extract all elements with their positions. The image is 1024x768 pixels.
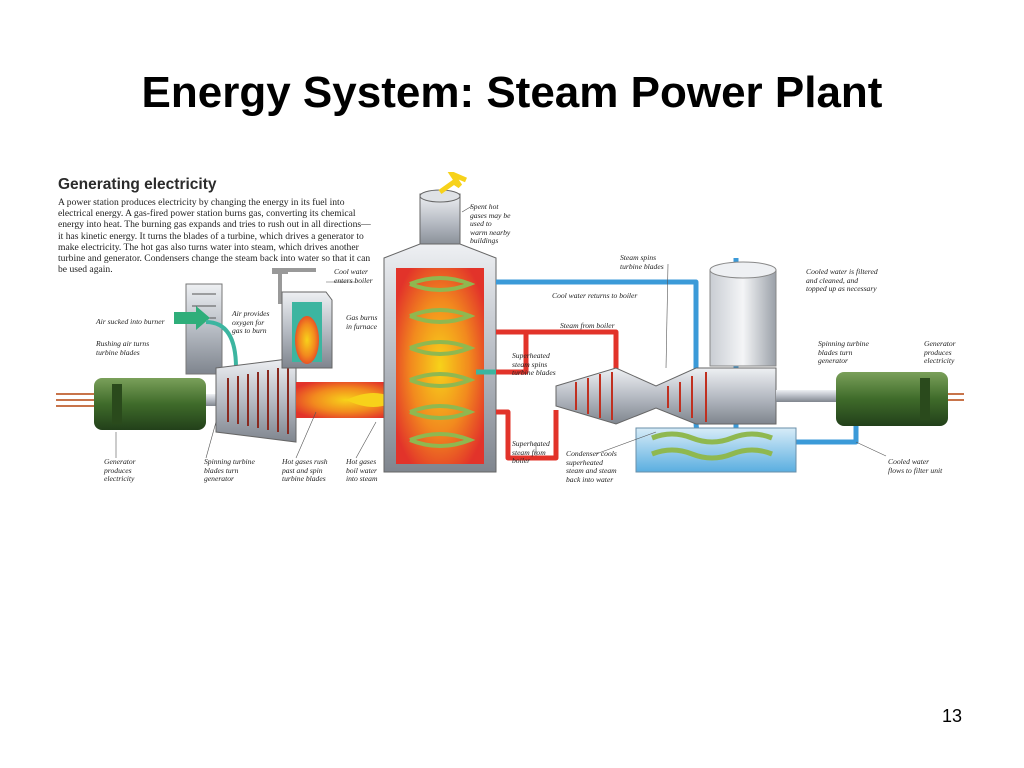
label-rushing-air: Rushing air turns turbine blades (96, 339, 150, 357)
air-intake (174, 283, 238, 375)
label-hot-gases-boil: Hot gases boil water into steam (346, 457, 378, 484)
label-gas-burns: Gas burns in furnace (346, 313, 378, 331)
leader-lines (115, 205, 887, 459)
label-air-provides: Air provides oxygen for gas to burn (232, 309, 270, 336)
condenser (635, 427, 797, 473)
water-tank (709, 261, 777, 367)
label-cool-water-returns: Cool water returns to boiler (552, 291, 638, 300)
label-cooled-flows: Cooled water flows to filter unit (888, 457, 943, 475)
furnace (272, 268, 333, 369)
gas-turbine (215, 357, 396, 443)
page-number: 13 (941, 706, 962, 726)
steam-turbine (555, 367, 836, 425)
label-spent-gases: Spent hot gases may be used to warm near… (470, 202, 511, 246)
steam-power-plant-diagram (56, 172, 964, 473)
right-generator (836, 372, 964, 426)
label-cool-water-enters: Cool water enters boiler (334, 267, 373, 285)
boiler (383, 172, 497, 473)
label-cooled-filtered: Cooled water is filtered and cleaned, an… (806, 267, 878, 294)
label-generator-right: Generator produces electricity (924, 339, 956, 366)
label-steam-spins-top: Steam spins turbine blades (620, 253, 664, 271)
label-hot-gases-rush: Hot gases rush past and spin turbine bla… (282, 457, 328, 484)
label-superheated-spins: Superheated steam spins turbine blades (512, 351, 556, 378)
label-steam-from-boiler: Steam from boiler (560, 321, 615, 330)
label-condenser: Condenser cools superheated steam and st… (566, 449, 617, 484)
label-spinning-right: Spinning turbine blades turn generator (818, 339, 869, 366)
label-generator-left: Generator produces electricity (104, 457, 136, 484)
slide-title: Energy System: Steam Power Plant (141, 68, 883, 117)
label-air-sucked: Air sucked into burner (96, 317, 165, 326)
label-superheated-from: Superheated steam from boiler (512, 439, 550, 466)
diagram-intro: A power station produces electricity by … (58, 197, 371, 276)
label-spinning-left: Spinning turbine blades turn generator (204, 457, 255, 484)
diagram-heading: Generating electricity (58, 176, 217, 193)
